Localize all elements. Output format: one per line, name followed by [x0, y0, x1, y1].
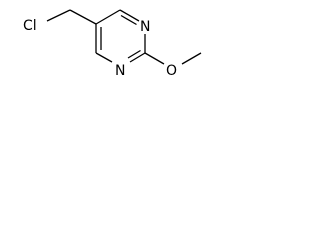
- bond-c2-n1-inner: [127, 49, 141, 59]
- nitrogen-atom-label-bottom: N: [115, 63, 125, 79]
- pyrimidine-ring: [95, 9, 146, 63]
- bond-c5-ch2: [69, 9, 97, 25]
- methoxy-group: [144, 52, 202, 65]
- chemical-structure-diagram: Cl N N O: [23, 9, 202, 79]
- bond-n1-c6: [95, 52, 113, 63]
- bond-ch2-cl: [46, 9, 71, 22]
- bond-c2-o: [144, 52, 165, 65]
- chlorine-atom-label: Cl: [23, 18, 37, 34]
- bond-o-ch3: [181, 52, 202, 65]
- bond-c4-n3-inner: [120, 14, 137, 26]
- bond-c4-n3: [119, 9, 140, 22]
- chloromethyl-group: [46, 9, 97, 25]
- bond-c2-n1: [129, 52, 146, 63]
- nitrogen-atom-label-top: N: [140, 19, 150, 35]
- bond-c5-c4: [95, 9, 121, 25]
- oxygen-atom-label: O: [166, 63, 177, 79]
